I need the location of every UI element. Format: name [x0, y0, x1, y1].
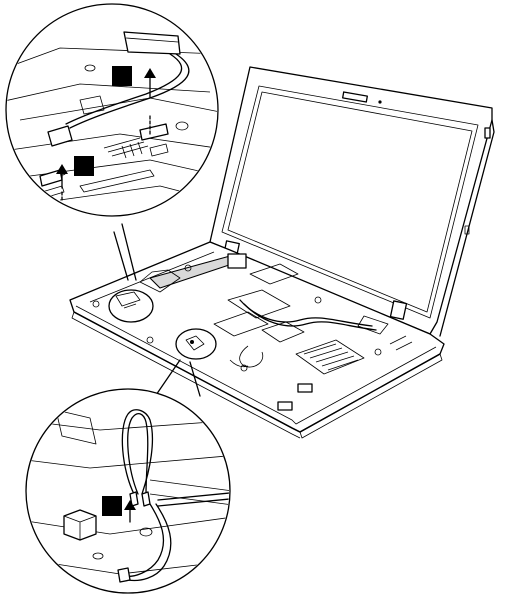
lid-latch	[485, 128, 490, 138]
step-box-3	[102, 496, 122, 516]
audio-port	[278, 402, 292, 410]
step-box-2	[74, 156, 94, 176]
right-hinge	[390, 301, 406, 319]
step-box-1	[112, 66, 132, 86]
top-callout	[0, 4, 230, 280]
bottom-callout	[10, 360, 250, 593]
usb-port	[298, 384, 312, 392]
fan-icon	[228, 254, 246, 268]
